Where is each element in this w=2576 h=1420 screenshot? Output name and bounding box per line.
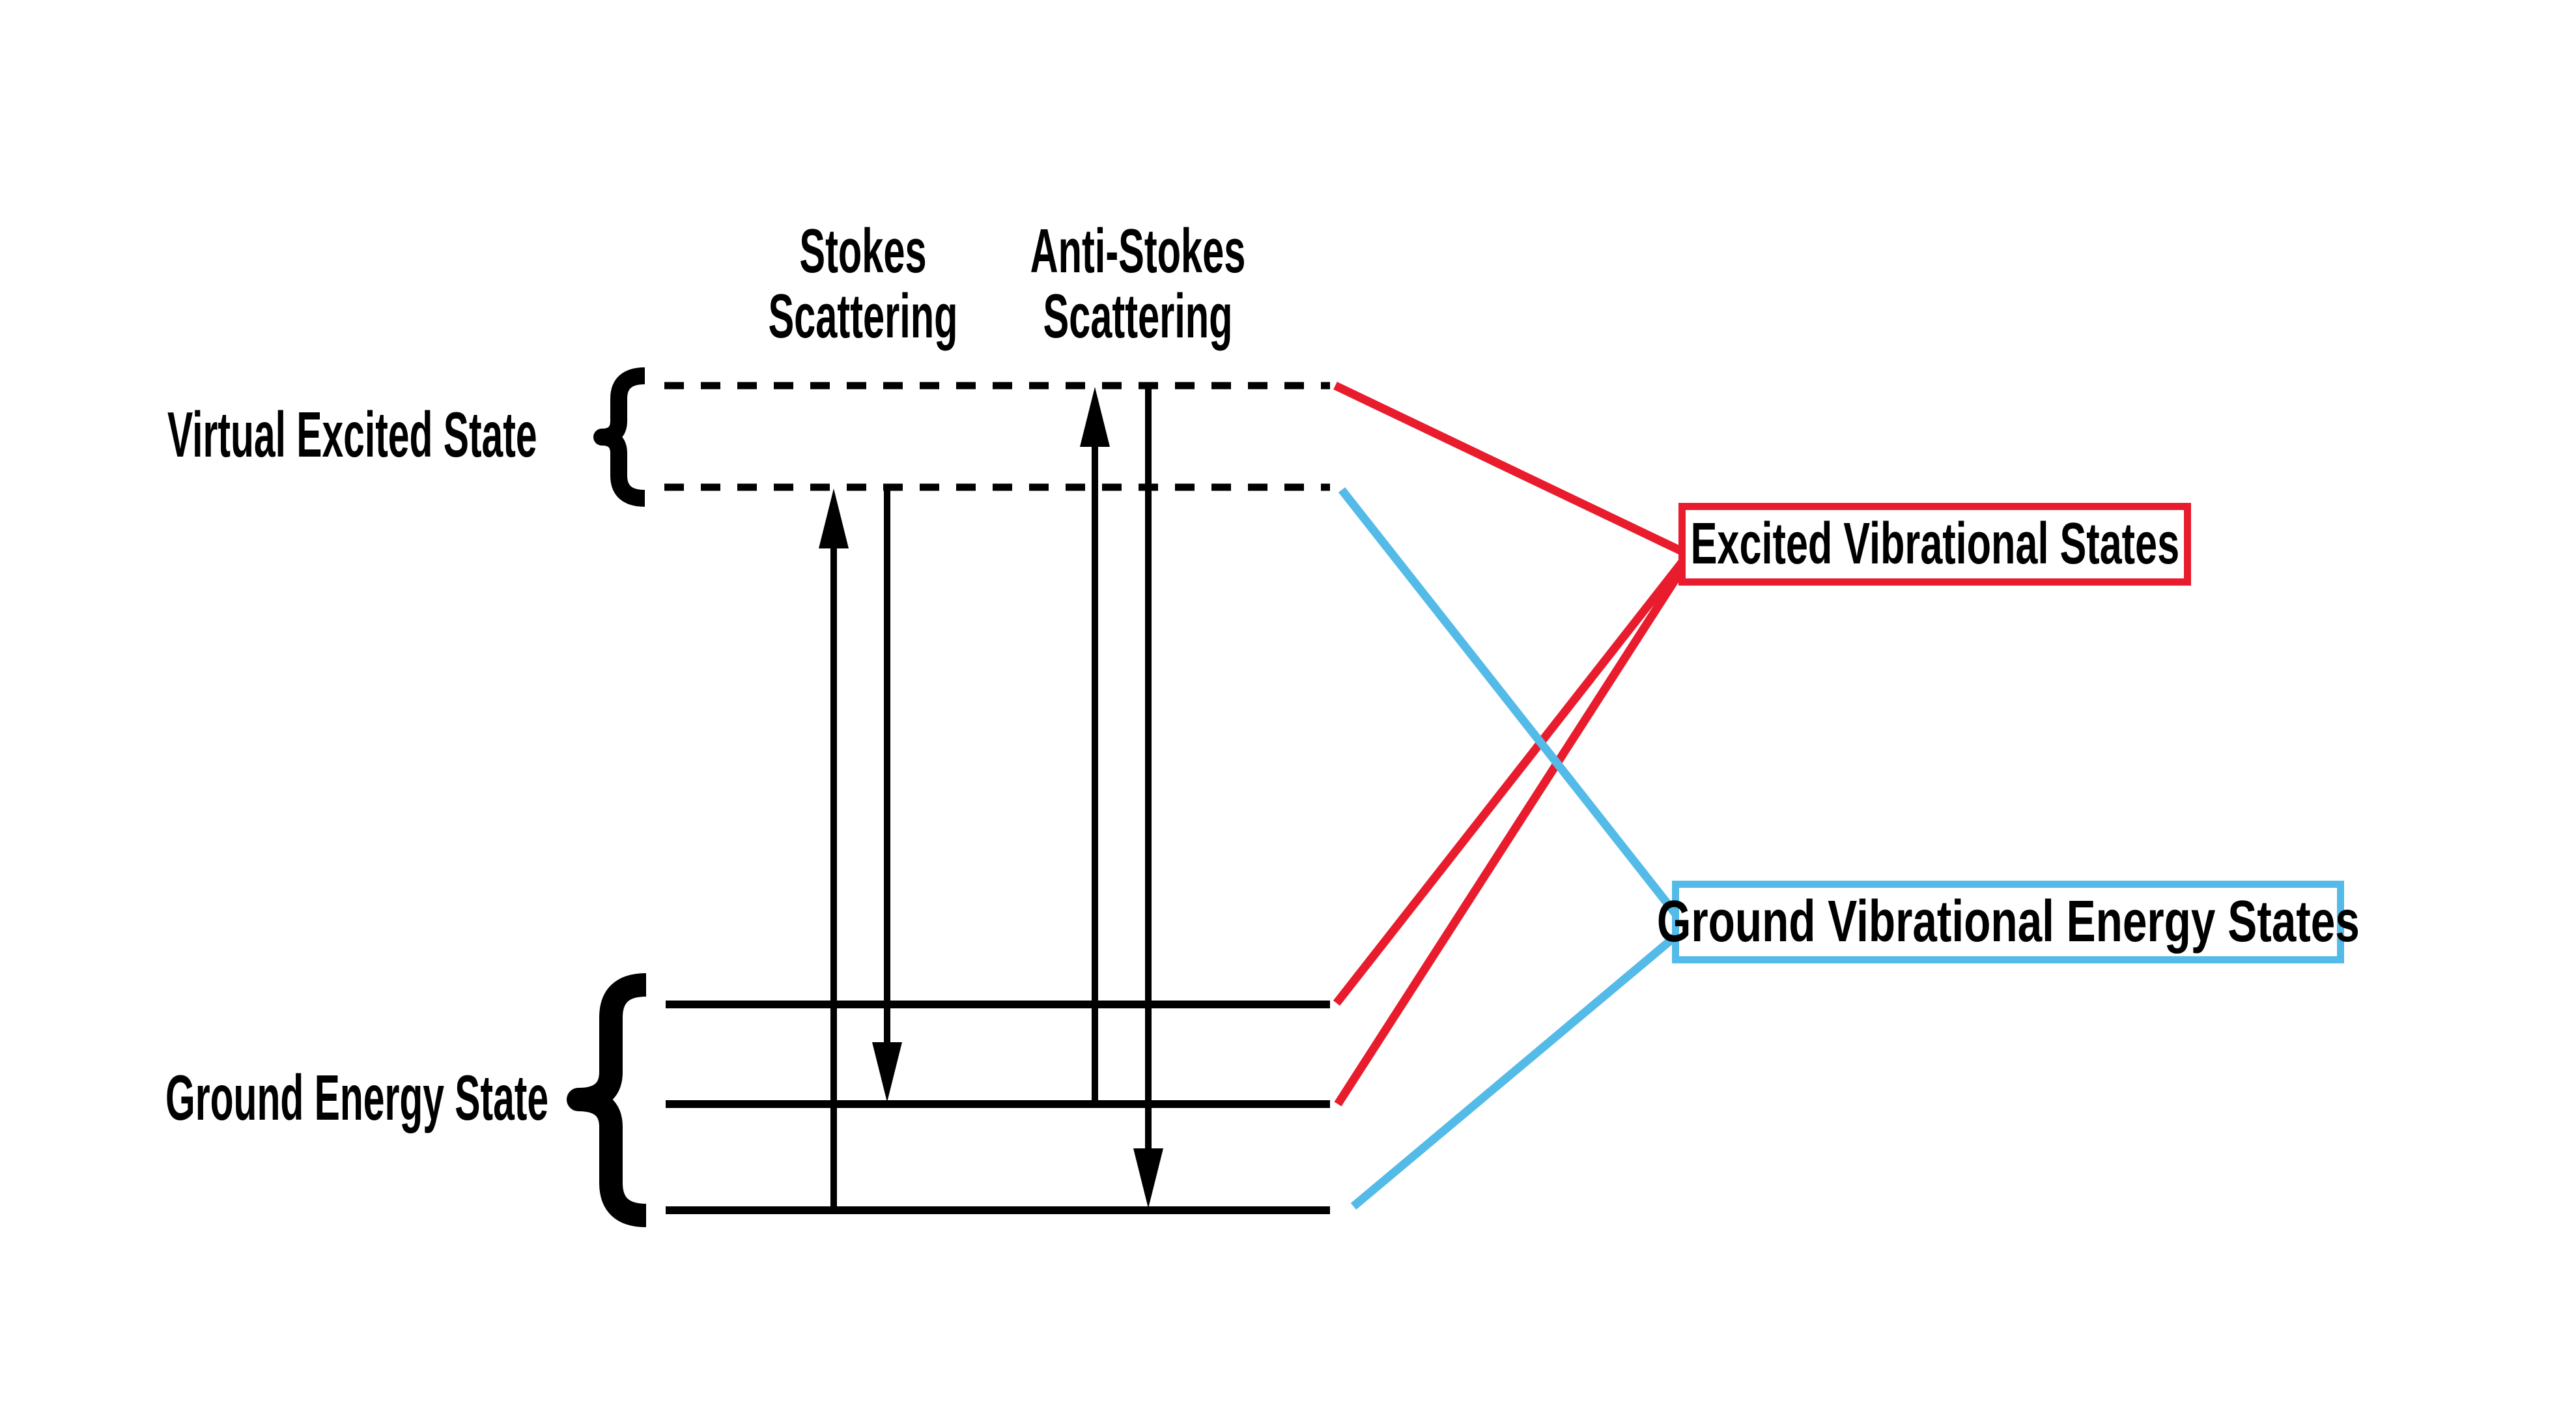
ground-state-brace [567,973,647,1227]
anti-stokes-excitation-arrowhead-up [1080,387,1110,447]
red-connector-ground-v1 [1334,559,1691,1107]
blue-connector-virtual-lower [1338,487,1688,928]
ground-vibrational-states-text: Ground Vibrational Energy States [1656,889,2360,954]
ground-energy-state-label: Ground Energy State [165,1062,804,1133]
ground-vibrational-states-callout: Ground Vibrational Energy States [1657,881,2359,963]
virtual-excited-state-label: Virtual Excited State [167,399,784,470]
anti-stokes-header-line2: Scattering [1043,281,1233,351]
ground-energy-state-text: Ground Energy State [165,1062,549,1133]
stokes-scattering-header: Stokes Scattering [668,219,1058,349]
anti-stokes-emission-arrowhead-down [1133,1148,1163,1208]
excited-vibrational-states-text: Excited Vibrational States [1690,511,2179,576]
stokes-header-line2: Scattering [768,281,958,351]
blue-connector-ground-v0 [1350,926,1688,1210]
stokes-emission-arrowhead-down [872,1042,902,1102]
anti-stokes-header-line1: Anti-Stokes [1030,216,1246,286]
anti-stokes-scattering-header: Anti-Stokes Scattering [942,219,1333,349]
virtual-state-brace [593,367,645,507]
stokes-header-line1: Stokes [799,216,927,286]
excited-vibrational-states-callout: Excited Vibrational States [1678,503,2191,586]
stokes-excitation-arrowhead-up [819,489,849,548]
red-connector-ground-v2 [1333,554,1690,1006]
virtual-excited-state-text: Virtual Excited State [167,399,537,470]
red-connector-virtual-upper [1333,382,1689,558]
